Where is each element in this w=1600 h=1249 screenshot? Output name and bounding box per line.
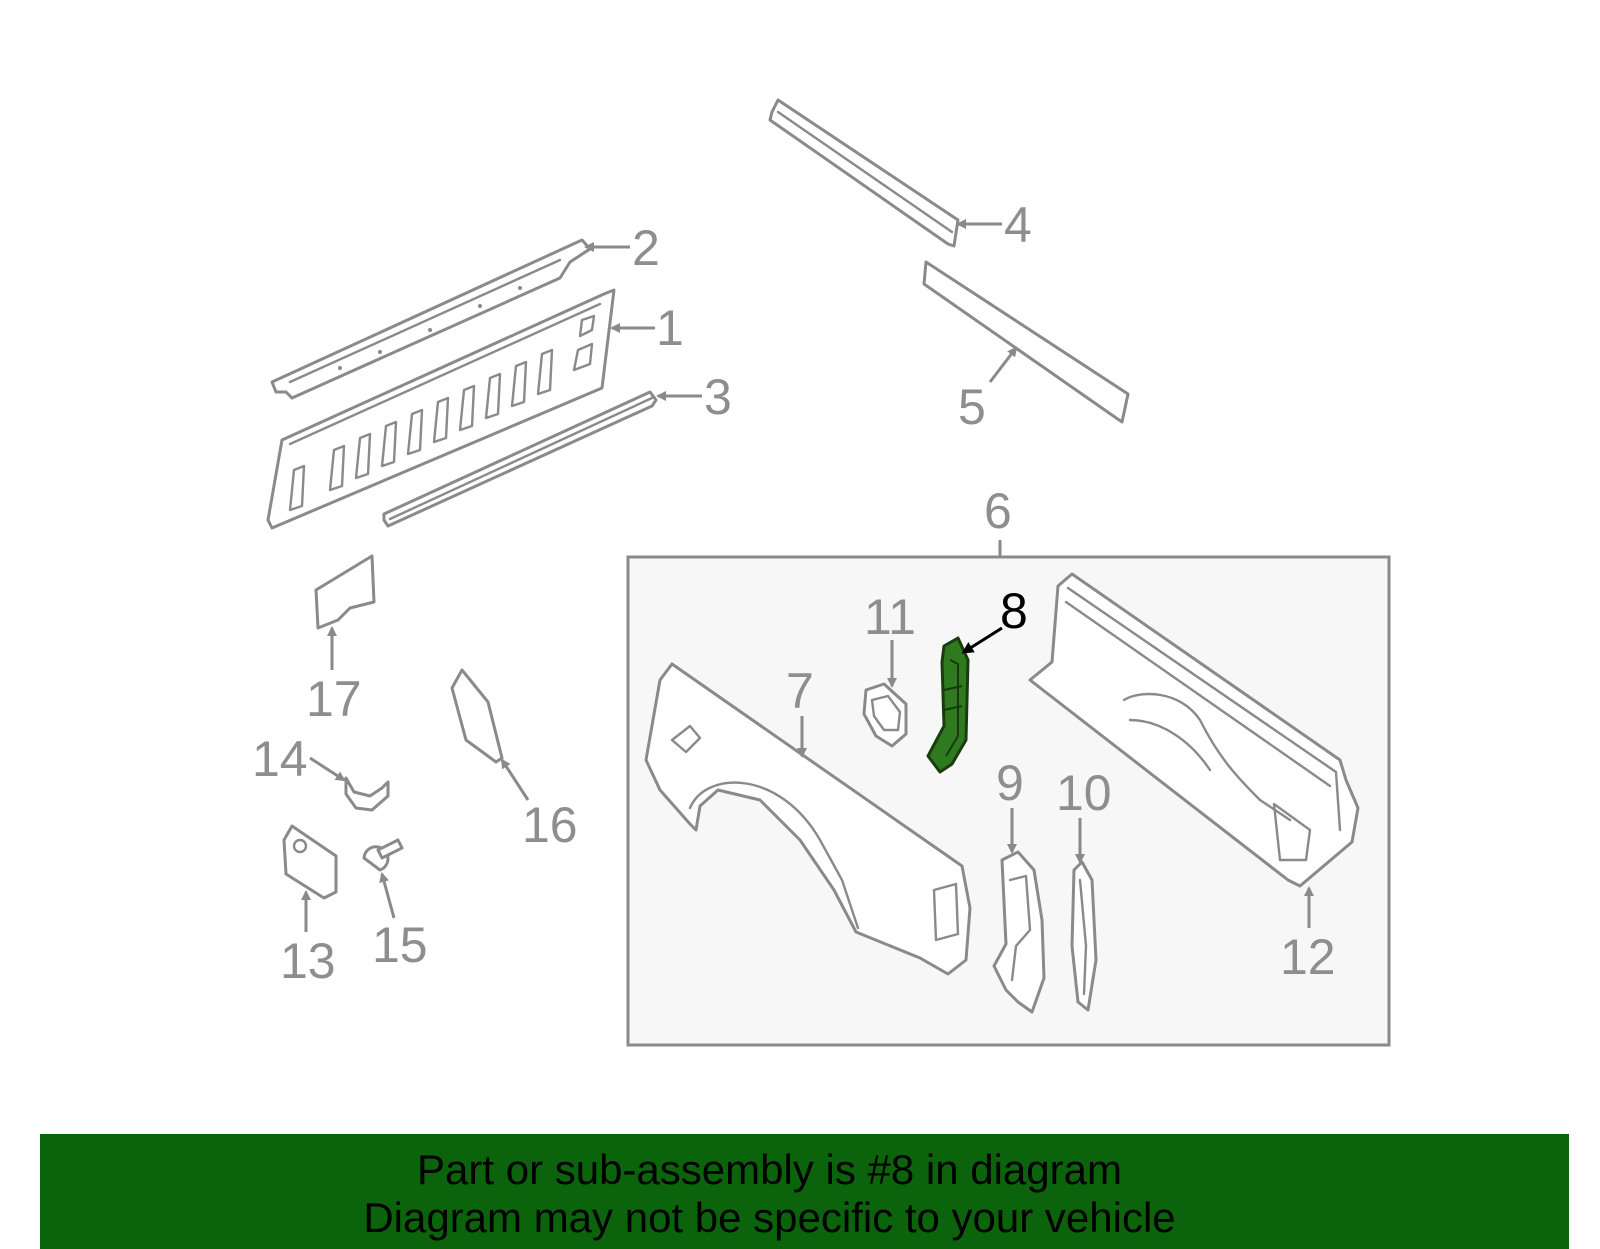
leader-15 <box>379 872 396 919</box>
label-6: 6 <box>984 483 1012 539</box>
label-5: 5 <box>958 379 986 435</box>
part-13-pad <box>282 824 338 900</box>
part-1-side-panel <box>266 288 616 530</box>
part-10-strip <box>1070 860 1098 1012</box>
label-15: 15 <box>372 917 428 973</box>
banner-line-disclaimer: Diagram may not be specific to your vehi… <box>363 1194 1176 1241</box>
part-12-inner-panel <box>1028 572 1360 888</box>
part-9-pillar <box>992 850 1046 1014</box>
part-15-bolt <box>362 838 404 872</box>
label-11: 11 <box>864 589 916 645</box>
part-3-strip <box>382 390 658 528</box>
label-4: 4 <box>1004 197 1032 253</box>
leader-16 <box>500 758 530 801</box>
label-3: 3 <box>704 369 732 425</box>
label-7: 7 <box>786 663 814 719</box>
part-16-plate <box>450 668 504 764</box>
label-10: 10 <box>1056 765 1112 821</box>
label-14: 14 <box>252 731 308 787</box>
leader-14 <box>309 756 346 782</box>
part-4-rail <box>768 98 960 248</box>
part-5-strip <box>922 260 1130 424</box>
label-16: 16 <box>522 797 578 853</box>
label-1: 1 <box>656 300 684 356</box>
part-17-bracket <box>314 554 376 630</box>
part-14-clip <box>344 776 390 812</box>
label-17: 17 <box>306 671 362 727</box>
label-9: 9 <box>996 755 1024 811</box>
leader-8 <box>961 626 1003 654</box>
banner-line-part: Part or sub-assembly is #8 in diagram <box>417 1146 1122 1193</box>
label-12: 12 <box>1280 929 1336 985</box>
label-2: 2 <box>632 220 660 276</box>
leader-5 <box>988 346 1018 383</box>
label-13: 13 <box>280 933 336 989</box>
label-8: 8 <box>1000 583 1028 639</box>
part-7-outer-panel <box>644 662 972 976</box>
info-banner: Part or sub-assembly is #8 in diagram Di… <box>40 1134 1569 1249</box>
